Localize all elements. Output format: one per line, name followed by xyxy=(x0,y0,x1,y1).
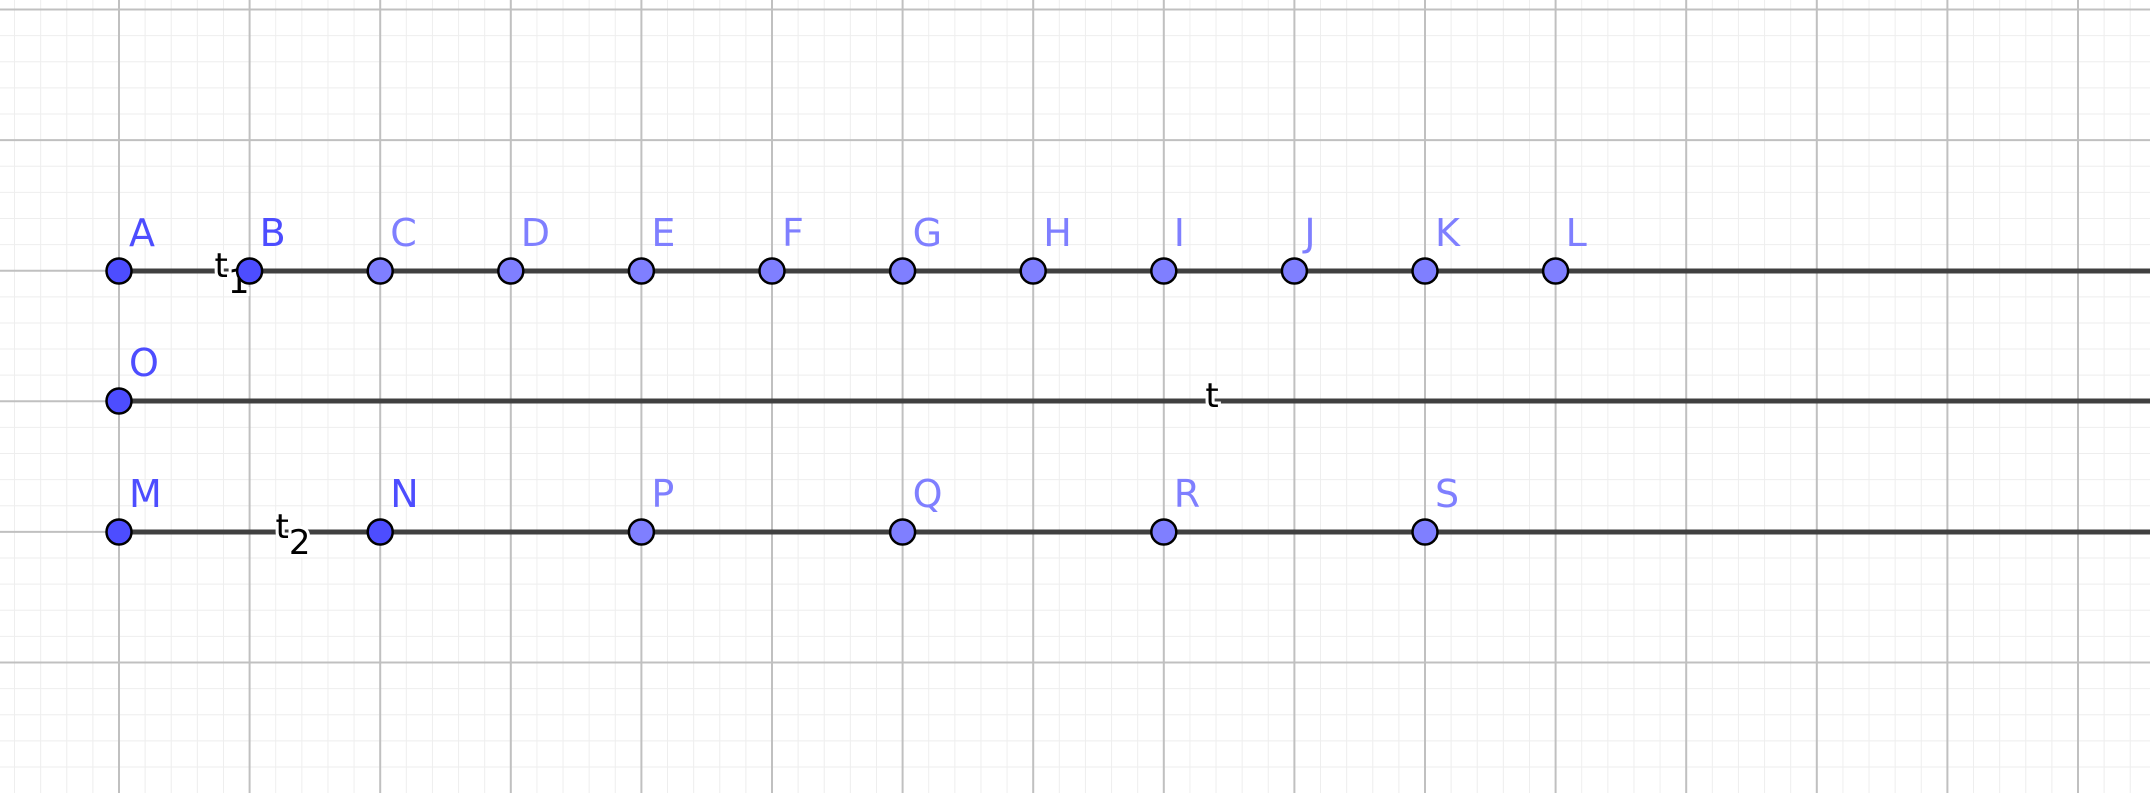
point-F[interactable] xyxy=(758,257,786,285)
segment-name: t xyxy=(215,246,228,286)
point-label-F: F xyxy=(782,211,804,255)
point-K[interactable] xyxy=(1411,257,1439,285)
point-L[interactable] xyxy=(1541,257,1570,285)
point-J[interactable] xyxy=(1280,257,1309,285)
point-O[interactable] xyxy=(105,387,133,415)
point-label-R: R xyxy=(1174,472,1200,516)
point-label-A: A xyxy=(129,211,155,255)
point-D[interactable] xyxy=(497,257,525,285)
point-label-B: B xyxy=(260,211,286,255)
point-label-P: P xyxy=(651,472,674,516)
point-label-I: I xyxy=(1174,211,1185,255)
segment-subscript: 2 xyxy=(289,523,311,563)
point-label-G: G xyxy=(913,211,942,255)
point-A[interactable] xyxy=(105,257,133,285)
segment-name: t xyxy=(1205,376,1218,416)
point-label-D: D xyxy=(521,211,550,255)
point-M[interactable] xyxy=(105,518,133,546)
point-R[interactable] xyxy=(1150,518,1178,546)
point-label-E: E xyxy=(651,211,675,255)
point-S[interactable] xyxy=(1411,518,1439,546)
point-B[interactable] xyxy=(235,257,264,285)
segment-label-row3: t2 xyxy=(276,507,311,563)
segment-name: t xyxy=(276,507,289,547)
point-label-K: K xyxy=(1435,211,1461,255)
segment-label-row2: t xyxy=(1205,376,1218,416)
point-label-O: O xyxy=(129,341,159,385)
point-N[interactable] xyxy=(366,518,394,546)
point-label-N: N xyxy=(390,472,418,516)
point-label-H: H xyxy=(1043,211,1072,255)
point-I[interactable] xyxy=(1150,257,1178,285)
point-label-C: C xyxy=(390,211,417,255)
point-label-L: L xyxy=(1566,211,1587,255)
point-label-Q: Q xyxy=(913,472,943,516)
point-H[interactable] xyxy=(1019,257,1047,285)
point-C[interactable] xyxy=(366,257,394,285)
point-G[interactable] xyxy=(888,257,917,285)
point-label-M: M xyxy=(129,472,162,516)
point-label-S: S xyxy=(1435,472,1459,516)
point-label-J: J xyxy=(1302,211,1315,255)
point-E[interactable] xyxy=(627,257,656,285)
point-Q[interactable] xyxy=(888,518,917,546)
point-P[interactable] xyxy=(627,518,656,546)
points-layer: A B C D E F G H I J K L O M N P Q R S xyxy=(105,211,1587,546)
